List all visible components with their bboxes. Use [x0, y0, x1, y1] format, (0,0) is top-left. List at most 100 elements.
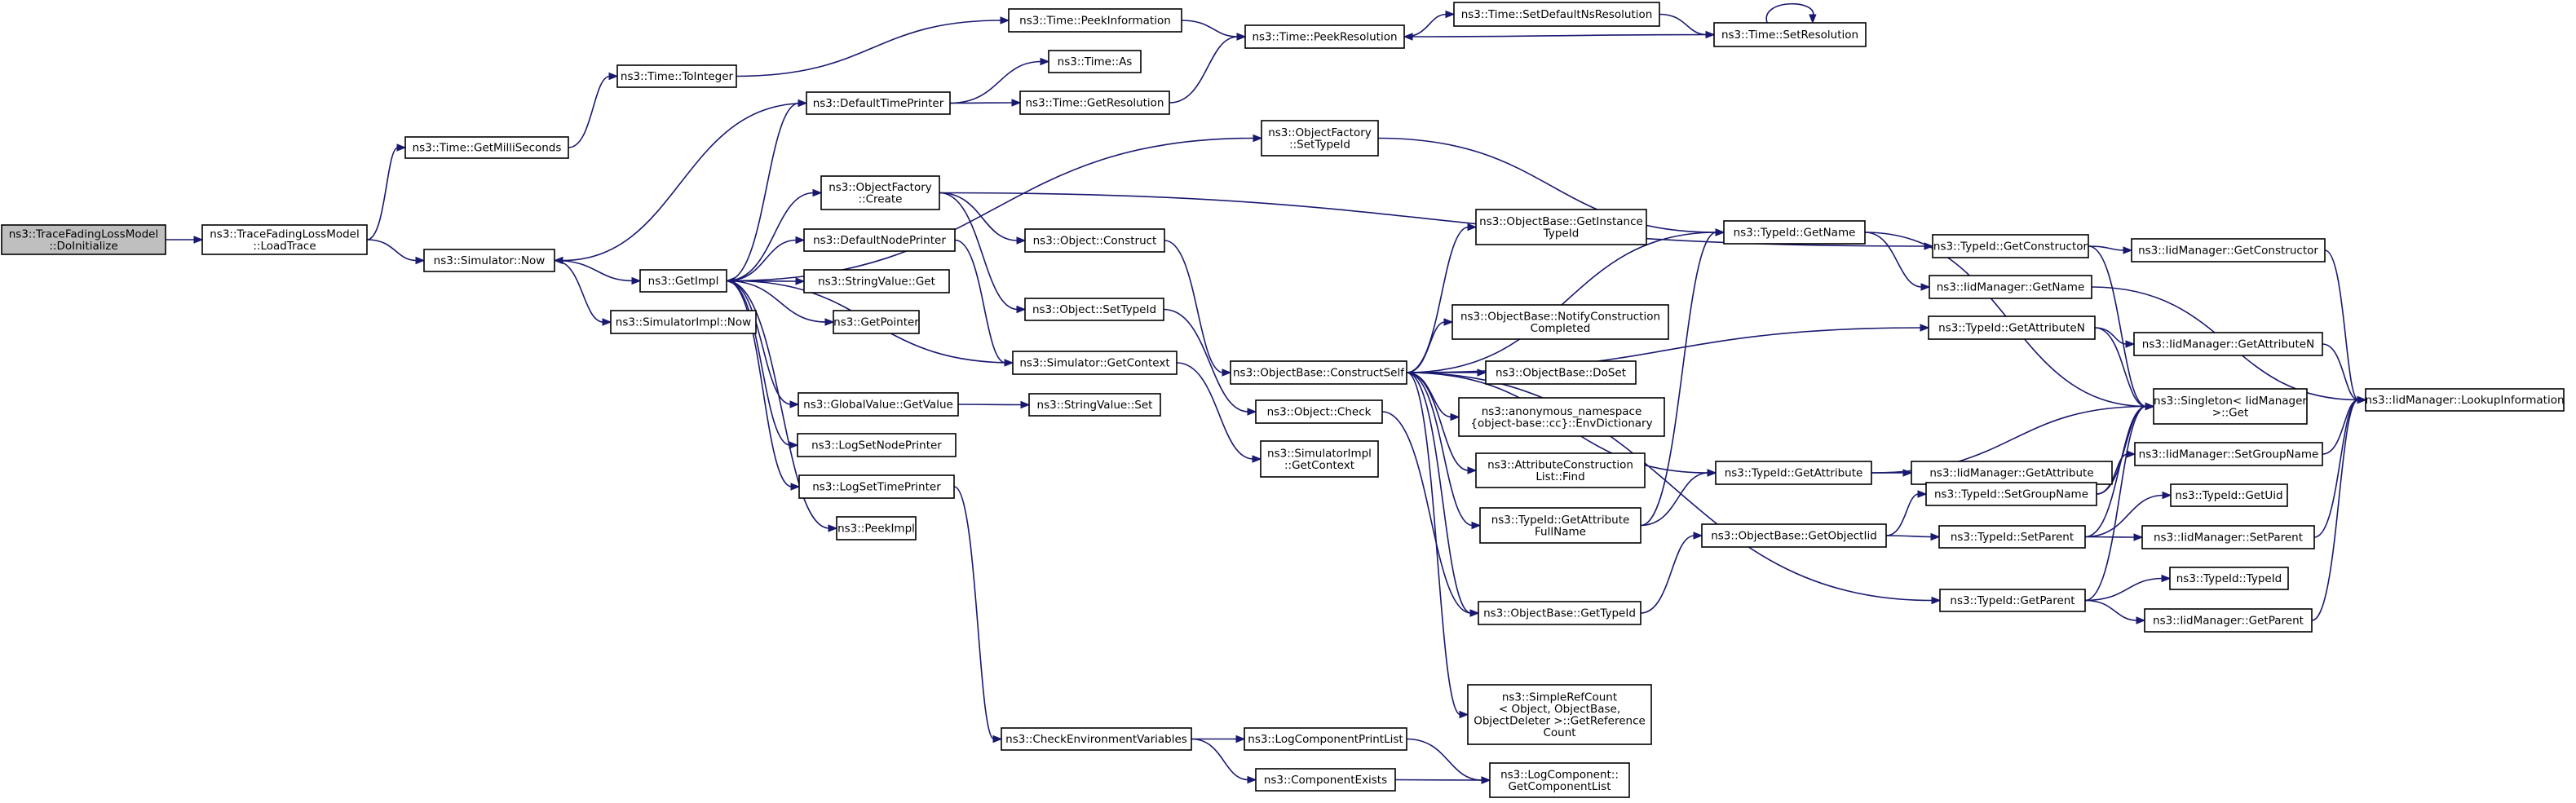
- node-box: [1048, 50, 1142, 73]
- node-box: [1230, 360, 1407, 385]
- function-node[interactable]: ns3::Time::As: [1048, 50, 1142, 73]
- node-label-line: ::SetTypeId: [1289, 138, 1350, 151]
- function-node[interactable]: ns3::SimulatorImpl::Now: [610, 310, 757, 334]
- function-node[interactable]: ns3::StringValue::Get: [803, 269, 950, 293]
- function-node[interactable]: ns3::TraceFadingLossModel::DoInitialize: [1, 224, 166, 255]
- node-box: [2365, 388, 2565, 412]
- function-node[interactable]: ns3::DefaultTimePrinter: [806, 91, 951, 115]
- function-node[interactable]: ns3::ObjectBase::ConstructSelf: [1230, 360, 1407, 385]
- function-node[interactable]: ns3::LogComponentPrintList: [1244, 727, 1407, 751]
- edge-arrowhead: [795, 277, 806, 285]
- function-node[interactable]: ns3::DefaultNodePrinter: [803, 228, 956, 252]
- function-node[interactable]: ns3::ObjectBase::GetObjectIid: [1701, 523, 1887, 548]
- function-node[interactable]: ns3::Time::GetResolution: [1019, 90, 1170, 115]
- node-box: [1475, 209, 1647, 245]
- edge-line: [949, 60, 1042, 104]
- function-node[interactable]: ns3::Simulator::GetContext: [1012, 351, 1178, 375]
- function-node[interactable]: ns3::TypeId::SetParent: [1938, 525, 2086, 549]
- node-label-line: ns3::SimulatorImpl: [1267, 447, 1372, 460]
- function-node[interactable]: ns3::IidManager::LookupInformation: [2365, 388, 2565, 412]
- node-label-line: ns3::Object::Construct: [1033, 235, 1157, 248]
- function-node[interactable]: ns3::CheckEnvironmentVariables: [1001, 727, 1192, 751]
- node-box: [1467, 684, 1652, 745]
- edge-arrowhead: [1481, 776, 1491, 784]
- function-node[interactable]: ns3::Time::SetDefaultNsResolution: [1453, 2, 1660, 27]
- node-label-line: ns3::IidManager::LookupInformation: [2365, 394, 2564, 407]
- function-node[interactable]: ns3::Simulator::Now: [423, 249, 555, 272]
- function-node[interactable]: ns3::Time::GetMilliSeconds: [404, 136, 569, 159]
- function-node[interactable]: ns3::ObjectFactory::SetTypeId: [1261, 120, 1379, 157]
- function-node[interactable]: ns3::Object::Check: [1255, 399, 1383, 424]
- function-node[interactable]: ns3::SimpleRefCount< Object, ObjectBase,…: [1467, 684, 1652, 745]
- call-edge: [366, 143, 407, 240]
- function-node[interactable]: ns3::ObjectBase::DoSet: [1485, 360, 1637, 385]
- function-node[interactable]: ns3::ObjectBase::GetTypeId: [1478, 601, 1641, 625]
- function-node[interactable]: ns3::LogSetNodePrinter: [797, 433, 957, 457]
- call-edge: [554, 259, 642, 285]
- function-node[interactable]: ns3::SimulatorImpl::GetContext: [1260, 440, 1379, 478]
- node-label-line: ns3::IidManager::SetGroupName: [2139, 448, 2319, 461]
- function-node[interactable]: ns3::Object::Construct: [1024, 228, 1165, 253]
- node-label-line: < Object, ObjectBase,: [1499, 703, 1620, 716]
- edge-line: [2311, 399, 2359, 621]
- function-node[interactable]: ns3::LogComponent::GetComponentList: [1489, 762, 1630, 798]
- function-node[interactable]: ns3::anonymous_namespace{object-base::cc…: [1458, 397, 1665, 437]
- function-node[interactable]: ns3::GlobalValue::GetValue: [798, 392, 959, 417]
- function-node[interactable]: ns3::IidManager::GetAttributeN: [2133, 332, 2323, 356]
- edge-line: [1640, 535, 1695, 614]
- function-node[interactable]: ns3::Time::PeekResolution: [1244, 24, 1405, 49]
- node-box: [1024, 298, 1164, 321]
- function-node[interactable]: ns3::GetImpl: [639, 269, 727, 293]
- call-edge: [1176, 362, 1262, 463]
- function-node[interactable]: ns3::TypeId::GetAttribute: [1715, 461, 1872, 485]
- function-node[interactable]: ns3::IidManager::GetName: [1929, 275, 2092, 299]
- function-node[interactable]: ns3::Time::SetResolution: [1713, 22, 1867, 47]
- call-edge: [1406, 372, 1469, 719]
- edge-arrowhead: [1020, 400, 1031, 409]
- function-node[interactable]: ns3::LogSetTimePrinter: [798, 474, 955, 499]
- edge-line: [1406, 372, 1472, 614]
- function-node[interactable]: ns3::ComponentExists: [1255, 768, 1396, 792]
- function-node[interactable]: ns3::Singleton< IidManager>::Get: [2153, 388, 2308, 425]
- function-node[interactable]: ns3::GetPointer: [833, 310, 920, 334]
- function-node[interactable]: ns3::IidManager::SetParent: [2141, 525, 2315, 549]
- node-label-line: ns3::Time::SetResolution: [1721, 29, 1858, 42]
- function-node[interactable]: ns3::TypeId::GetConstructor: [1932, 234, 2089, 258]
- function-node[interactable]: ns3::TypeId::GetUid: [2170, 483, 2288, 507]
- function-node[interactable]: ns3::TypeId::TypeId: [2169, 567, 2289, 590]
- node-label-line: ::DoInitialize: [49, 240, 117, 253]
- function-node[interactable]: ns3::TraceFadingLossModel::LoadTrace: [201, 224, 368, 255]
- function-node[interactable]: ns3::IidManager::SetGroupName: [2134, 442, 2323, 466]
- function-node[interactable]: ns3::Time::ToInteger: [616, 64, 737, 88]
- function-node[interactable]: ns3::TypeId::GetName: [1723, 220, 1866, 245]
- function-node[interactable]: ns3::StringValue::Set: [1028, 393, 1161, 417]
- edge-arrowhead: [2357, 395, 2367, 404]
- function-node[interactable]: ns3::PeekImpl: [836, 516, 917, 540]
- function-node[interactable]: ns3::IidManager::GetParent: [2144, 608, 2313, 633]
- function-node[interactable]: ns3::TypeId::GetAttributeN: [1928, 315, 2096, 340]
- node-box: [803, 269, 950, 293]
- function-node[interactable]: ns3::ObjectFactory::Create: [820, 175, 940, 210]
- edge-arrowhead: [2136, 616, 2146, 624]
- node-label-line: ns3::TypeId::GetAttribute: [1725, 467, 1863, 480]
- edge-arrowhead: [1467, 466, 1478, 474]
- function-node[interactable]: ns3::ObjectBase::NotifyConstructionCompl…: [1451, 304, 1669, 340]
- node-label-line: ns3::anonymous_namespace: [1482, 405, 1642, 418]
- edge-line: [1640, 472, 1709, 527]
- function-node[interactable]: ns3::Time::PeekInformation: [1008, 8, 1182, 33]
- call-edge: [1640, 228, 1725, 527]
- function-node[interactable]: ns3::IidManager::GetAttribute: [1911, 461, 2113, 485]
- function-node[interactable]: ns3::TypeId::SetGroupName: [1925, 482, 2097, 506]
- node-box: [1260, 440, 1379, 478]
- node-box: [1012, 351, 1178, 375]
- function-node[interactable]: ns3::IidManager::GetConstructor: [2131, 238, 2326, 263]
- edge-line: [1659, 13, 1708, 36]
- node-box: [2133, 332, 2323, 356]
- function-node[interactable]: ns3::TypeId::GetParent: [1939, 589, 2086, 612]
- edge-arrowhead: [1920, 324, 1930, 332]
- edge-arrowhead: [2162, 491, 2172, 500]
- function-node[interactable]: ns3::Object::SetTypeId: [1024, 298, 1164, 321]
